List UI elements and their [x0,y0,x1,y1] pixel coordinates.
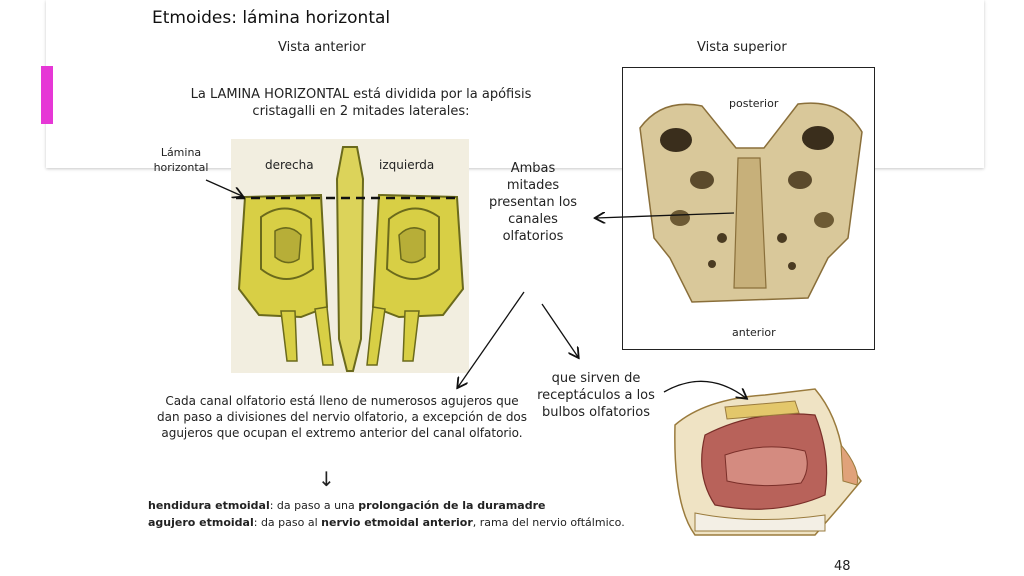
superior-view-heading: Vista superior [697,40,787,55]
arrow-to-receptacles [541,303,578,357]
note-rest: , rama del nervio oftálmico. [472,516,625,529]
ethmoid-superior-illustration [639,102,863,303]
label-left-half: izquierda [379,158,435,172]
olfactory-canal-text: Cada canal olfatorio está lleno de numer… [156,394,528,440]
note-highlight: nervio etmoidal anterior [321,516,473,529]
receptacles-text: que sirven de receptáculos a los bulbos … [537,371,655,420]
nasal-sagittal-illustration [674,388,862,536]
page-number: 48 [834,559,851,574]
label-right-half: derecha [265,158,314,172]
note-term: agujero etmoidal [148,516,254,529]
slide-title: Etmoides: lámina horizontal [152,8,391,28]
both-halves-text: Ambas mitades presentan los canales olfa… [488,161,578,244]
label-lamina-horizontal: Lámina horizontal [153,146,209,174]
note-term: hendidura etmoidal [148,499,270,512]
note-agujero: agujero etmoidal: da paso al nervio etmo… [148,515,625,530]
down-arrow-glyph: ↓ [318,467,335,491]
label-posterior: posterior [729,97,779,110]
note-sep: : da paso al [253,516,322,529]
anterior-view-heading: Vista anterior [278,40,366,55]
accent-bar [41,66,53,124]
lamina-description: La LAMINA HORIZONTAL está dividida por l… [190,87,532,119]
note-sep: : da paso a una [269,499,359,512]
ethmoid-anterior-illustration [231,139,469,373]
label-anterior: anterior [732,326,776,339]
note-highlight: prolongación de la duramadre [358,499,546,512]
note-hendidura: hendidura etmoidal: da paso a una prolon… [148,498,545,513]
